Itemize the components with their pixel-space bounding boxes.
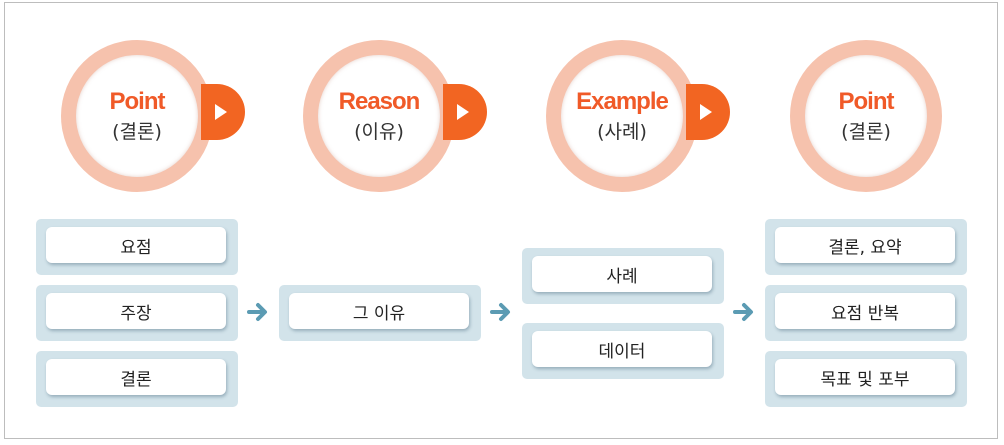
arrow-right-icon	[733, 303, 753, 321]
item-label: 요점	[46, 227, 226, 263]
play-icon	[201, 84, 245, 140]
list-item: 주장	[36, 285, 238, 341]
stage-circle-example: Example (사례)	[546, 40, 698, 192]
stage-title: Point	[109, 88, 166, 115]
stage-circle-inner: Example (사례)	[561, 55, 683, 177]
item-label: 결론	[46, 359, 226, 395]
list-item: 요점	[36, 219, 238, 275]
stage-circle-inner: Point (결론)	[76, 55, 198, 177]
stage-circle-inner: Point (결론)	[805, 55, 927, 177]
stage-subtitle: (결론)	[841, 121, 891, 143]
item-label: 데이터	[532, 331, 712, 367]
stage-circle-reason: Reason (이유)	[303, 40, 455, 192]
arrow-right-icon	[247, 303, 267, 321]
stage-title: Point	[838, 88, 895, 115]
list-item: 데이터	[522, 323, 724, 379]
list-item: 사례	[522, 248, 724, 304]
stage-title: Reason	[338, 88, 421, 115]
stage-subtitle: (사례)	[597, 121, 647, 143]
list-item: 결론	[36, 351, 238, 407]
play-icon	[443, 84, 487, 140]
stage-subtitle: (결론)	[112, 121, 162, 143]
item-label: 그 이유	[289, 293, 469, 329]
stage-subtitle: (이유)	[354, 121, 404, 143]
list-item: 목표 및 포부	[765, 351, 967, 407]
list-item: 결론, 요약	[765, 219, 967, 275]
diagram-frame: Point (결론) Reason (이유) Example (사례) Poin…	[4, 2, 998, 439]
item-label: 주장	[46, 293, 226, 329]
item-label: 사례	[532, 256, 712, 292]
play-icon	[686, 84, 730, 140]
arrow-right-icon	[490, 303, 510, 321]
list-item: 그 이유	[279, 285, 481, 341]
stage-circle-point-final: Point (결론)	[790, 40, 942, 192]
item-label: 목표 및 포부	[775, 359, 955, 395]
stage-circle-inner: Reason (이유)	[318, 55, 440, 177]
item-label: 결론, 요약	[775, 227, 955, 263]
stage-circle-point: Point (결론)	[61, 40, 213, 192]
item-label: 요점 반복	[775, 293, 955, 329]
stage-title: Example	[576, 88, 669, 115]
list-item: 요점 반복	[765, 285, 967, 341]
